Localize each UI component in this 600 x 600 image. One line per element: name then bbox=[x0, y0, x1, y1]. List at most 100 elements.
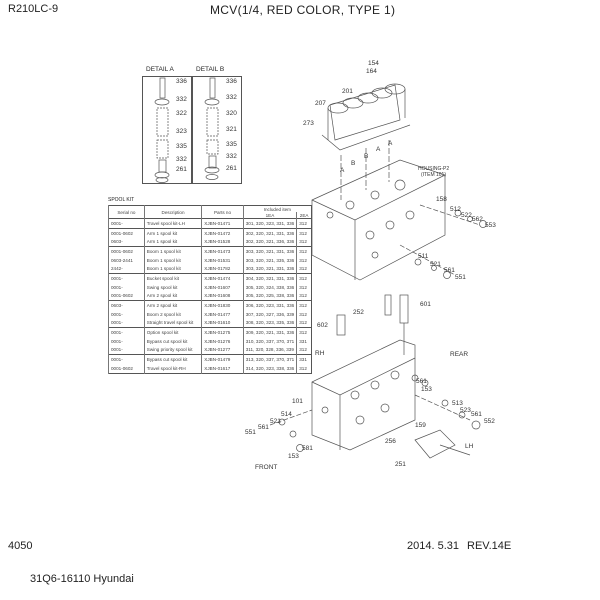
serial-no: 0001- bbox=[108, 273, 145, 283]
part-label: 601 bbox=[420, 301, 431, 308]
serial-no: 0001- bbox=[108, 336, 145, 346]
col-serial: Serial no bbox=[108, 205, 145, 219]
part-label: 335 bbox=[176, 143, 187, 150]
port-label: A bbox=[340, 167, 345, 174]
document-id: 31Q6-16110 Hyundai bbox=[30, 573, 134, 585]
parts-no: XJBN-01472 bbox=[201, 227, 244, 238]
description: Arm 2 spool kit bbox=[143, 291, 202, 301]
part-label: 513 bbox=[452, 400, 463, 407]
col-parts: Parts no bbox=[201, 205, 244, 219]
direction-front: FRONT bbox=[255, 464, 278, 471]
parts-no: XJBN-01608 bbox=[201, 291, 244, 301]
serial-no: 0001- bbox=[108, 318, 145, 328]
upper-cover-assembly bbox=[321, 83, 411, 200]
description: Travel spool kit-RH bbox=[143, 364, 202, 374]
description: Swing priority spool kit bbox=[143, 345, 202, 355]
revision: REV.14E bbox=[467, 540, 512, 552]
serial-no: 0001- bbox=[108, 218, 145, 229]
included-1ea: 302, 320, 321, 336, 336 bbox=[242, 237, 297, 247]
parts-no: XJBN-01617 bbox=[201, 364, 244, 374]
parts-no: XJBN-01830 bbox=[201, 300, 244, 310]
port-label: A bbox=[388, 140, 393, 147]
part-label: 256 bbox=[385, 438, 396, 445]
part-label: 512 bbox=[450, 206, 461, 213]
part-label: 332 bbox=[226, 94, 237, 101]
part-label: 336 bbox=[226, 78, 237, 85]
included-2ea: 312 bbox=[296, 264, 312, 274]
included-2ea: 312 bbox=[296, 255, 312, 265]
serial-no: 0001- bbox=[108, 354, 145, 364]
part-label: 551 bbox=[455, 274, 466, 281]
part-label: 561 bbox=[444, 267, 455, 274]
detail-b-parts bbox=[204, 77, 220, 180]
included-2ea: 312 bbox=[296, 273, 312, 283]
port-label: B bbox=[351, 160, 356, 167]
part-label: 154 bbox=[368, 60, 379, 67]
part-label: 581 bbox=[302, 445, 313, 452]
part-label: 561 bbox=[258, 424, 269, 431]
included-2ea: 312 bbox=[296, 309, 312, 319]
part-label: 336 bbox=[176, 78, 187, 85]
description: Boom 1 spool kit bbox=[143, 264, 202, 274]
part-label: 164 bbox=[366, 68, 377, 75]
serial-no: 0001-0602 bbox=[108, 246, 145, 256]
detail-a-parts bbox=[154, 77, 170, 183]
included-2ea: 312 bbox=[296, 291, 312, 301]
description: Boom 1 spool kit bbox=[143, 246, 202, 256]
parts-no: XJBN-01782 bbox=[201, 264, 244, 274]
included-2ea: 312 bbox=[296, 282, 312, 292]
description: Boom 2 spool kit bbox=[143, 309, 202, 319]
description: Bucket spool kit bbox=[143, 273, 202, 283]
part-label: 332 bbox=[176, 156, 187, 163]
col-description: Description bbox=[143, 205, 202, 219]
included-1ea: 303, 320, 321, 335, 336 bbox=[242, 255, 297, 265]
part-label: 101 bbox=[292, 398, 303, 405]
part-label: 251 bbox=[395, 461, 406, 468]
spool-kit-table: Serial no Description Parts no Included … bbox=[108, 205, 312, 374]
included-1ea: 303, 320, 321, 331, 336 bbox=[242, 246, 297, 256]
serial-no: 0001-0602 bbox=[108, 364, 145, 374]
serial-no: 0001- bbox=[108, 282, 145, 292]
included-1ea: 314, 320, 323, 338, 336 bbox=[242, 364, 297, 374]
part-label: 562 bbox=[472, 216, 483, 223]
included-1ea: 307, 320, 327, 336, 339 bbox=[242, 309, 297, 319]
part-label: 158 bbox=[436, 196, 447, 203]
included-1ea: 303, 320, 321, 331, 336 bbox=[242, 264, 297, 274]
port-label: B bbox=[364, 153, 369, 160]
included-1ea: 301, 320, 323, 331, 336 bbox=[242, 218, 297, 229]
part-label: 252 bbox=[353, 309, 364, 316]
included-2ea: 312 bbox=[296, 246, 312, 256]
parts-no: XJBN-01474 bbox=[201, 273, 244, 283]
model-name: R210LC-9 bbox=[8, 3, 59, 15]
description: Straight travel spool kit bbox=[143, 318, 202, 328]
included-2ea: 312 bbox=[296, 237, 312, 247]
part-label: 153 bbox=[288, 453, 299, 460]
serial-no: 0001-0602 bbox=[108, 291, 145, 301]
serial-no: 2442- bbox=[108, 264, 145, 274]
spool-kit-title: SPOOL KIT bbox=[108, 197, 135, 203]
included-2ea: 331 bbox=[296, 354, 312, 364]
included-2ea: 331 bbox=[296, 336, 312, 346]
part-label: 320 bbox=[226, 110, 237, 117]
part-label: 159 bbox=[415, 422, 426, 429]
included-1ea: 310, 320, 337, 370, 371 bbox=[242, 336, 297, 346]
included-1ea: 305, 320, 325, 338, 336 bbox=[242, 291, 297, 301]
parts-no: XJBN-01479 bbox=[201, 354, 244, 364]
part-label: 201 bbox=[342, 88, 353, 95]
part-label: 322 bbox=[176, 110, 187, 117]
description: Boom 1 spool kit bbox=[143, 255, 202, 265]
included-2ea: 312 bbox=[296, 364, 312, 374]
part-label: 522 bbox=[461, 212, 472, 219]
serial-no: 0001- bbox=[108, 309, 145, 319]
direction-rh: RH bbox=[315, 350, 325, 357]
col-included: Included item bbox=[242, 205, 312, 212]
serial-no: 0603- bbox=[108, 237, 145, 247]
part-label: 273 bbox=[303, 120, 314, 127]
included-2ea: 312 bbox=[296, 227, 312, 238]
